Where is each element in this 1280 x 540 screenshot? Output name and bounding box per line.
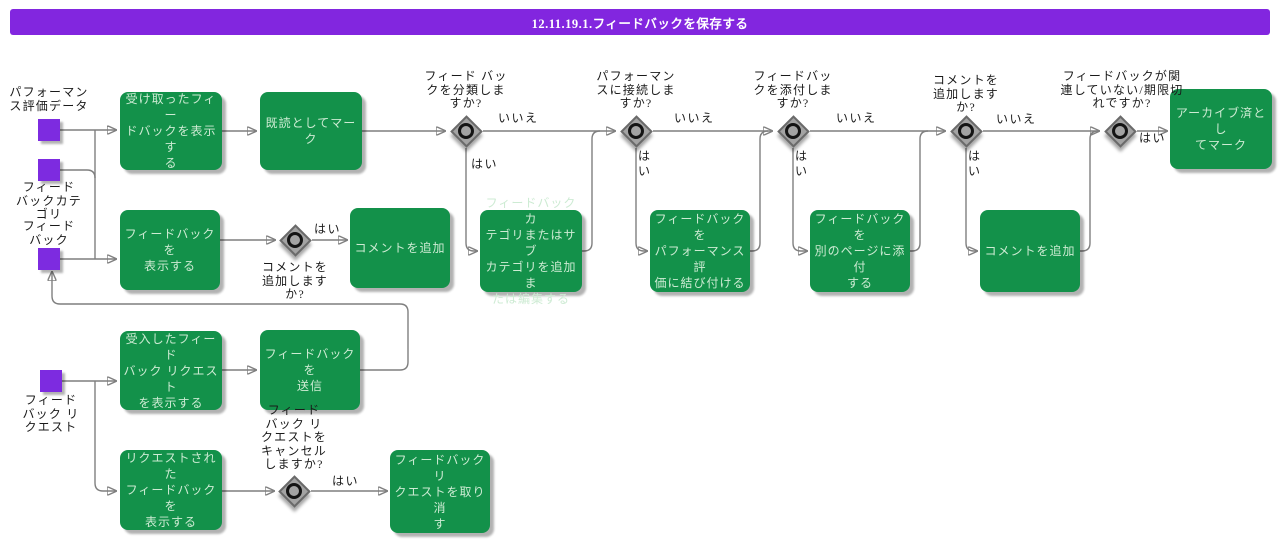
task-add-comment-1[interactable]: コメントを追加 xyxy=(350,208,450,288)
diagram-title-bar: 12.11.19.1.フィードバックを保存する xyxy=(10,9,1270,35)
circle-marker-icon xyxy=(1112,123,1128,139)
label-gateway-cancel: フィード バック リ クエストを キャンセル しますか? xyxy=(260,403,327,471)
label-feedback-request: フィード バック リ クエスト xyxy=(22,393,80,434)
task-mark-as-read[interactable]: 既読としてマーク xyxy=(260,92,362,170)
task-send-feedback[interactable]: フィードバックを 送信 xyxy=(260,330,360,410)
label-feedback: フィード バック xyxy=(22,219,76,247)
edge-attach-merge xyxy=(910,130,929,252)
gateway-add-comment-middle[interactable] xyxy=(278,223,312,257)
task-cancel-feedback-request[interactable]: フィードバック リ クエストを取り消 す xyxy=(390,450,490,533)
circle-marker-icon xyxy=(287,232,303,248)
label-gateway-comment-top: コメントを 追加します か? xyxy=(932,73,999,114)
label-gateway-connect: パフォーマン スに接続しま すか? xyxy=(596,69,676,110)
edge-label-yes-3: は い xyxy=(795,149,809,178)
data-object-feedback-category[interactable] xyxy=(38,159,60,181)
circle-marker-icon xyxy=(286,483,302,499)
label-gateway-comment-middle: コメントを 追加します か? xyxy=(261,260,328,301)
task-display-received-feedback[interactable]: 受け取ったフィー ドバックを表示す る xyxy=(120,92,222,170)
edge-request-to-requested xyxy=(94,381,116,491)
edge-gw4-yes xyxy=(965,148,977,251)
gateway-attach-feedback[interactable] xyxy=(776,114,810,148)
edge-label-no-2: いいえ xyxy=(674,111,715,125)
edge-gw1-yes xyxy=(465,148,477,251)
task-display-accepted-feedback-request[interactable]: 受入したフィード バック リクエスト を表示する xyxy=(120,331,222,410)
label-performance-review-data: パフォーマン ス評価データ xyxy=(9,85,89,113)
circle-marker-icon xyxy=(628,123,644,139)
task-add-comment-2[interactable]: コメントを追加 xyxy=(980,210,1080,292)
gateway-add-comment-top[interactable] xyxy=(949,114,983,148)
edge-label-yes-4: は い xyxy=(968,149,982,178)
edge-send-loop-to-feedback xyxy=(52,272,409,371)
task-display-feedback[interactable]: フィードバックを 表示する xyxy=(120,210,220,290)
label-gateway-irrelevant: フィードバックが関 連していない/期限切 れですか? xyxy=(1060,69,1184,110)
task-mark-as-archived[interactable]: アーカイブ済とし てマーク xyxy=(1170,89,1272,169)
gateway-classify-feedback[interactable] xyxy=(449,114,483,148)
data-object-performance-review-data[interactable] xyxy=(38,119,60,141)
data-object-feedback[interactable] xyxy=(38,248,60,270)
data-object-feedback-request[interactable] xyxy=(40,370,62,392)
edge-label-no-1: いいえ xyxy=(498,111,539,125)
edge-gw3-yes xyxy=(792,148,807,251)
edge-category-merge xyxy=(582,130,601,252)
edge-label-yes-1: はい xyxy=(471,157,499,171)
label-feedback-category: フィード バックカテ ゴリ xyxy=(15,180,82,221)
circle-marker-icon xyxy=(785,123,801,139)
edge-label-yes-comment: はい xyxy=(314,222,342,236)
edge-label-yes-cancel: はい xyxy=(332,474,360,488)
task-link-feedback-to-performance[interactable]: フィードバックを パフォーマンス評 価に結び付ける xyxy=(650,210,750,292)
edge-label-yes-5: はい xyxy=(1139,131,1167,145)
task-display-requested-feedback[interactable]: リクエストされた フィードバックを 表示する xyxy=(120,450,222,530)
gateway-connect-performance[interactable] xyxy=(619,114,653,148)
label-gateway-attach: フィードバッ クを添付しま すか? xyxy=(753,69,833,110)
edge-label-no-3: いいえ xyxy=(836,111,877,125)
edge-gw2-yes xyxy=(635,148,647,251)
edge-category-join xyxy=(60,169,96,179)
edge-linkperf-merge xyxy=(750,130,769,252)
edge-label-no-4: いいえ xyxy=(996,112,1037,126)
circle-marker-icon xyxy=(958,123,974,139)
label-gateway-classify: フィード バッ クを分類しま すか? xyxy=(424,69,508,110)
task-edit-feedback-category[interactable]: フィードバック カ テゴリまたはサブ カテゴリを追加ま たは編集する xyxy=(480,196,582,306)
task-attach-feedback-to-page[interactable]: フィードバックを 別のページに添付 する xyxy=(810,210,910,292)
circle-marker-icon xyxy=(458,123,474,139)
diagram-title: 12.11.19.1.フィードバックを保存する xyxy=(531,16,749,31)
edge-label-yes-2: は い xyxy=(638,149,652,178)
gateway-cancel-feedback-request[interactable] xyxy=(277,474,311,508)
edge-comment2-merge xyxy=(1080,130,1099,252)
gateway-feedback-irrelevant-expired[interactable] xyxy=(1103,114,1137,148)
